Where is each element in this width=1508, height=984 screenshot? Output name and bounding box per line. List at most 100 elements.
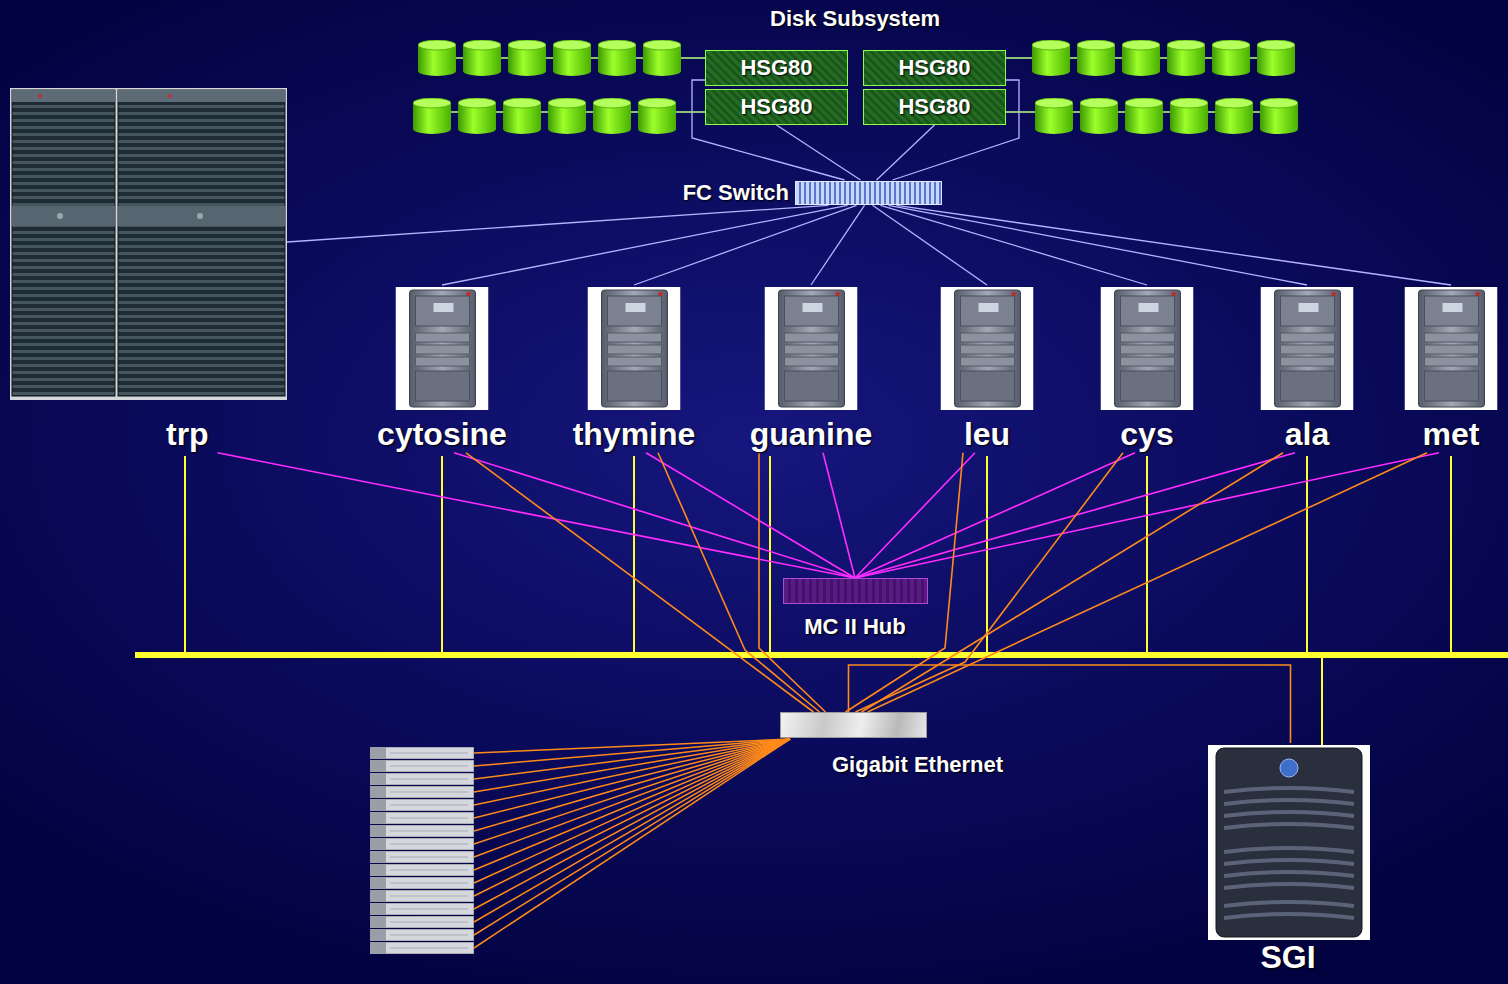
trp-cabinet [10,88,287,400]
host-name: guanine [750,416,873,453]
server-tower [941,287,1034,410]
disk-array [413,40,1298,134]
host-name: cys [1120,416,1173,453]
server-towers [396,287,1498,410]
network-link [634,205,857,285]
sgi-server: SGI [1206,743,1371,976]
stack-link [474,739,790,792]
bus-drop [1146,456,1148,655]
bus-drop [986,456,988,655]
cabinet-band [118,206,285,226]
bus-line [135,652,1508,658]
icon-space [1206,743,1371,939]
stack-link [474,739,790,857]
host-name: ala [1285,416,1329,453]
rack-stack [370,747,474,954]
controller-label: HSG80 [898,94,970,119]
rack-unit [370,773,474,785]
badge [57,213,63,219]
case-stripe [1224,914,1354,918]
disk [1035,98,1073,134]
rack-unit [370,864,474,876]
disk [1212,40,1250,76]
disk [1215,98,1253,134]
disk-subsystem-group: Disk SubsystemHSG80HSG80HSG80HSG80 [405,2,1305,140]
icon-space [1261,285,1354,412]
network-link [442,205,848,285]
host-name: cytosine [377,416,507,453]
rack-unit [370,799,474,811]
fc-switch: FC Switch [683,180,942,205]
photo-ground [1208,745,1370,940]
hub-box [783,578,928,604]
stack-link [474,739,790,948]
stack-link [474,739,790,922]
disk [1077,40,1115,76]
case-stripe [1224,848,1354,852]
stack-link [474,739,790,818]
rack-unit [370,838,474,850]
disk [1257,40,1295,76]
tower-case [1216,748,1362,937]
rack-unit [370,747,474,759]
raid-controller-box: HSG80 [705,89,848,125]
network-link [897,205,1452,285]
rack-unit [370,786,474,798]
logo-badge [1280,759,1298,777]
disk [1167,40,1205,76]
bus-drop [1321,655,1323,745]
disk [1122,40,1160,76]
switch-icon [780,712,927,738]
rack-unit [370,812,474,824]
disk [1260,98,1298,134]
cabinet-trim [118,90,285,102]
server-node: cys [1097,285,1198,453]
bus-drop [1306,456,1308,655]
rack-unit [370,929,474,941]
logo-dot [168,94,172,98]
ethernet-bus [135,456,1508,745]
network-link [777,125,861,180]
icon-space [8,86,287,402]
icon-space [1405,285,1498,412]
case-stripe [1224,812,1354,816]
cabinet-door [12,90,115,396]
cabinet-trim [12,90,115,102]
controller-label: HSG80 [740,55,812,80]
cabinet-door [118,90,285,396]
icon-space [764,285,857,412]
rack-unit [370,851,474,863]
network-link [454,453,855,578]
host-name: met [1423,416,1480,453]
bus-drop [1450,456,1452,655]
icon-space [1101,285,1194,412]
network-link [873,205,988,285]
icon-space [395,285,488,412]
disk [1125,98,1163,134]
disk [1170,98,1208,134]
server-tower [765,287,858,410]
disk [593,98,631,134]
host-name: trp [8,416,287,453]
case-stripe [1224,788,1354,792]
disk [503,98,541,134]
network-link [855,453,1135,578]
server-cabinet: trp [8,86,287,453]
bus-drop [633,456,635,655]
network-link [881,205,1148,285]
rack-unit [370,916,474,928]
stack-links [474,739,790,948]
group-heading: Disk Subsystem [405,2,1305,31]
bus-drop [441,456,443,655]
stack-link [474,739,790,883]
host-name: SGI [1260,939,1315,976]
bus-drop [184,456,186,655]
switch-label: Gigabit Ethernet [780,752,1003,777]
memory-channel-hub: MC II Hub [779,578,932,639]
hub-label: MC II Hub [804,614,905,639]
disk [553,40,591,76]
server-tower [1101,287,1194,410]
